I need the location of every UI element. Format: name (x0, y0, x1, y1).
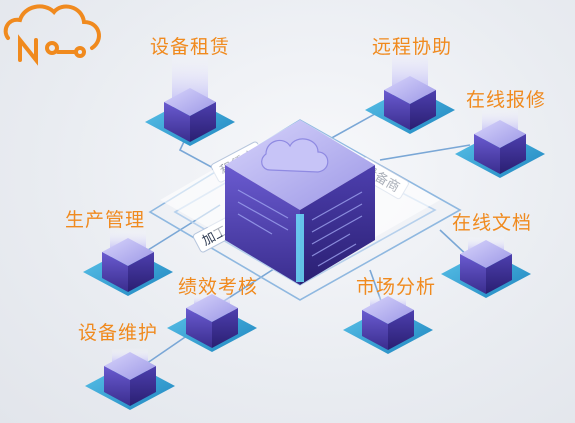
label-production-mgmt: 生产管理 (65, 209, 146, 231)
cloud-logo-icon (3, 4, 101, 66)
label-online-report: 在线报修 (466, 89, 547, 111)
cube-maint (85, 348, 175, 410)
label-equipment-maintenance: 设备维护 (78, 322, 159, 344)
label-online-docs: 在线文档 (452, 212, 533, 234)
cube-report (455, 106, 545, 178)
label-performance: 绩效考核 (178, 276, 259, 298)
label-market-analysis: 市场分析 (356, 276, 437, 298)
cube-produce (83, 228, 173, 296)
center-cloud-icon (261, 138, 329, 173)
cube-rental (145, 48, 235, 146)
cube-remote (365, 40, 455, 134)
center-hub (160, 120, 440, 285)
label-equipment-rental: 设备租赁 (150, 36, 231, 58)
cube-perf (167, 294, 257, 352)
cube-docs (441, 236, 531, 298)
cube-market (343, 294, 433, 354)
label-remote-assist: 远程协助 (372, 36, 453, 58)
